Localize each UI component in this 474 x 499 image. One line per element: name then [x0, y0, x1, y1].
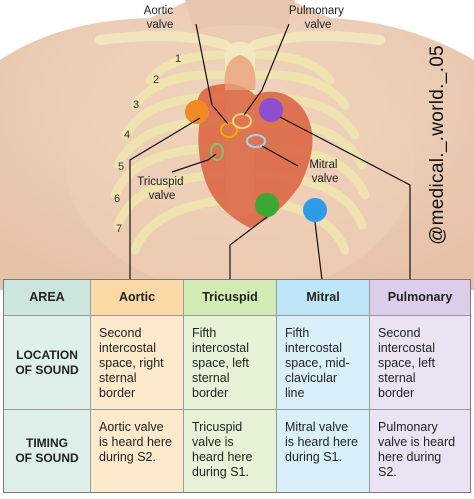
timing-aortic-line1: Aortic valve — [99, 420, 164, 434]
rib-number-1: 1 — [175, 53, 181, 65]
chest-illustration: Aortic valve Pulmonary valve Mitral valv… — [0, 0, 474, 290]
timing-aortic-line2: is heard here — [99, 435, 172, 449]
tricuspid-valve-label-line2: valve — [149, 190, 176, 202]
heart — [197, 83, 313, 228]
timing-mitral-line1: Mitral valve — [285, 420, 349, 434]
row-label-timing-text: TIMING OF SOUND — [15, 436, 78, 466]
location-aortic-line4: sternal — [99, 371, 137, 385]
pulmonary-valve-marker — [232, 113, 252, 129]
rib-number-6: 6 — [114, 193, 120, 205]
rib-number-3: 3 — [133, 99, 139, 111]
aortic-valve-marker — [220, 122, 238, 138]
location-pulmonary-line2: intercostal — [378, 341, 435, 355]
row-label-location-line2: OF SOUND — [15, 362, 79, 377]
header-pulmonary-text: Pulmonary — [387, 290, 453, 304]
pulmonary-valve-label-line1: Pulmonary — [289, 5, 344, 17]
header-tricuspid-text: Tricuspid — [202, 290, 258, 304]
location-tricuspid-line5: border — [192, 386, 229, 400]
mitral-valve-marker — [246, 134, 266, 148]
timing-tricuspid-cell: Tricuspid valve is heard here during S1. — [184, 410, 277, 492]
timing-mitral-line3: during S1. — [285, 450, 342, 464]
location-tricuspid-line4: sternal — [192, 371, 230, 385]
timing-tricuspid-line2: valve is — [192, 435, 234, 449]
location-pulmonary-line5: border — [378, 386, 415, 400]
timing-mitral-cell: Mitral valve is heard here during S1. — [277, 410, 370, 492]
location-aortic-line5: border — [99, 386, 136, 400]
header-mitral-text: Mitral — [306, 290, 340, 304]
mitral-valve-label-line2: valve — [312, 173, 339, 185]
header-pulmonary: Pulmonary — [370, 280, 470, 316]
great-vessels — [224, 55, 256, 90]
row-label-location-line1: LOCATION — [16, 347, 78, 362]
row-label-timing-line2: OF SOUND — [15, 451, 79, 465]
row-label-timing: TIMING OF SOUND — [4, 410, 91, 492]
header-aortic: Aortic — [91, 280, 184, 316]
location-pulmonary-line1: Second — [378, 326, 421, 340]
timing-aortic-cell: Aortic valve is heard here during S2. — [91, 410, 184, 492]
aortic-valve-label: Aortic valve — [144, 5, 177, 31]
location-mitral-line3: space, mid- — [285, 356, 350, 370]
timing-pulmonary-line4: S2. — [378, 465, 397, 479]
header-mitral: Mitral — [277, 280, 370, 316]
auscultation-table: AREA Aortic Tricuspid Mitral Pulmonary L… — [3, 279, 471, 493]
rib-number-5: 5 — [118, 161, 124, 173]
mitral-valve-label-line1: Mitral — [309, 159, 337, 171]
mitral-valve-label: Mitral valve — [309, 159, 340, 185]
aortic-area-dot — [185, 100, 209, 124]
watermark: @medical._.world._.05 — [418, 30, 458, 260]
pulmonary-area-dot — [259, 98, 283, 122]
timing-tricuspid-line4: during S1. — [192, 465, 249, 479]
rib-number-7: 7 — [116, 223, 122, 235]
row-label-location-text: LOCATION OF SOUND — [15, 348, 78, 378]
aortic-valve-label-line1: Aortic — [144, 5, 174, 17]
timing-pulmonary-line2: valve is heard — [378, 435, 456, 449]
location-mitral-cell: Fifth intercostal space, mid- clavicular… — [277, 316, 370, 410]
mitral-area-dot — [303, 198, 327, 222]
timing-pulmonary-line1: Pulmonary — [378, 420, 438, 434]
timing-tricuspid-line3: heard here — [192, 450, 253, 464]
rib-number-4: 4 — [124, 129, 130, 141]
location-pulmonary-line3: space, left — [378, 356, 435, 370]
leader-lines — [129, 23, 411, 281]
location-tricuspid-line1: Fifth — [192, 326, 217, 340]
aortic-valve-label-line2: valve — [147, 19, 174, 31]
header-aortic-text: Aortic — [118, 290, 156, 304]
location-mitral-line1: Fifth — [285, 326, 310, 340]
location-aortic-line3: space, right — [99, 356, 164, 370]
timing-pulmonary-line3: here during — [378, 450, 442, 464]
location-mitral-line2: intercostal — [285, 341, 342, 355]
location-mitral-line5: line — [285, 386, 305, 400]
chest-svg: Aortic valve Pulmonary valve Mitral valv… — [0, 0, 474, 290]
header-area: AREA — [4, 280, 91, 316]
location-aortic-cell: Second intercostal space, right sternal … — [91, 316, 184, 410]
location-pulmonary-cell: Second intercostal space, left sternal b… — [370, 316, 470, 410]
header-tricuspid: Tricuspid — [184, 280, 277, 316]
tricuspid-valve-marker — [210, 143, 224, 161]
rib-number-2: 2 — [153, 74, 159, 86]
location-mitral-line4: clavicular — [285, 371, 338, 385]
timing-pulmonary-cell: Pulmonary valve is heard here during S2. — [370, 410, 470, 492]
clavicles — [95, 31, 385, 50]
header-area-text: AREA — [29, 290, 65, 304]
pulmonary-valve-label: Pulmonary valve — [289, 5, 347, 31]
location-aortic-line1: Second — [99, 326, 142, 340]
location-pulmonary-line4: sternal — [378, 371, 416, 385]
timing-aortic-line3: during S2. — [99, 450, 156, 464]
pulmonary-valve-label-line2: valve — [305, 19, 332, 31]
row-label-timing-line1: TIMING — [26, 436, 68, 450]
location-tricuspid-line2: intercostal — [192, 341, 249, 355]
watermark-text: @medical._.world._.05 — [427, 45, 448, 245]
tricuspid-valve-label-line1: Tricuspid — [137, 176, 183, 188]
location-aortic-line2: intercostal — [99, 341, 156, 355]
row-label-location: LOCATION OF SOUND — [4, 316, 91, 410]
tricuspid-area-dot — [255, 193, 279, 217]
tricuspid-valve-label: Tricuspid valve — [137, 176, 186, 202]
location-tricuspid-line3: space, left — [192, 356, 249, 370]
location-tricuspid-cell: Fifth intercostal space, left sternal bo… — [184, 316, 277, 410]
timing-mitral-line2: is heard here — [285, 435, 358, 449]
timing-tricuspid-line1: Tricuspid — [192, 420, 243, 434]
